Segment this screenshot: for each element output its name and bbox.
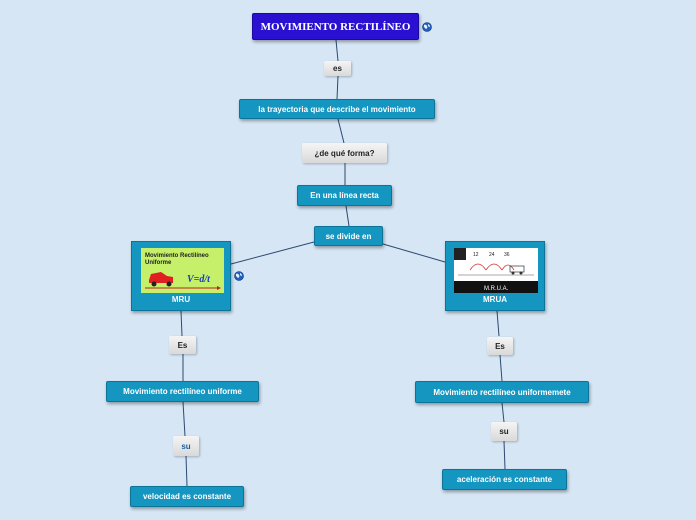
- link-es-mru-label: Es: [177, 340, 188, 350]
- concept-divide-label: se divide en: [325, 231, 372, 241]
- concept-velocidad-label: velocidad es constante: [142, 492, 232, 501]
- mrua-image: 12 24 36 M.R.U.A.: [454, 248, 538, 293]
- concept-mru-label: MRU: [171, 295, 191, 304]
- concept-divide[interactable]: se divide en: [314, 226, 383, 246]
- concept-mrua-def[interactable]: Movimiento rectilíneo uniformemete: [415, 381, 589, 403]
- concept-mrua-label: MRUA: [483, 295, 507, 304]
- link-es-mrua-label: Es: [495, 341, 505, 351]
- mrua-image-label: M.R.U.A.: [484, 286, 509, 292]
- mru-image: Movimiento Rectilíneo Uniforme V=d/t: [141, 248, 224, 293]
- concept-aceleracion[interactable]: aceleración es constante: [442, 469, 567, 490]
- link-es-mru[interactable]: Es: [169, 336, 196, 354]
- concept-mrua[interactable]: 12 24 36 M.R.U.A. MRUA: [445, 241, 545, 311]
- car-icon: [509, 265, 525, 275]
- globe-icon[interactable]: [234, 271, 244, 281]
- concept-trayectoria[interactable]: la trayectoria que describe el movimient…: [239, 99, 435, 119]
- car-icon: [149, 272, 173, 287]
- mru-formula: V=d/t: [187, 274, 211, 285]
- mrua-tick-2: 24: [489, 252, 495, 258]
- globe-icon[interactable]: [422, 22, 432, 32]
- link-su-mrua-label: su: [499, 427, 509, 436]
- link-forma-label: ¿de qué forma?: [314, 148, 375, 158]
- mru-image-title-1: Movimiento Rectilíneo: [145, 253, 209, 259]
- concept-mru-def[interactable]: Movimiento rectilíneo uniforme: [106, 381, 259, 402]
- link-su-mru-label: su: [181, 441, 191, 451]
- link-es-label: es: [333, 64, 342, 73]
- concept-velocidad[interactable]: velocidad es constante: [130, 486, 244, 507]
- title-text: MOVIMIENTO RECTILÍNEO: [260, 20, 411, 33]
- concept-mrua-def-label: Movimiento rectilíneo uniformemete: [433, 387, 571, 397]
- link-es-mrua[interactable]: Es: [487, 337, 513, 355]
- link-su-mrua[interactable]: su: [491, 422, 517, 441]
- concept-linea-recta-label: En una línea recta: [310, 191, 379, 200]
- link-su-mru[interactable]: su: [173, 436, 199, 456]
- title-node[interactable]: MOVIMIENTO RECTILÍNEO: [252, 13, 419, 40]
- mrua-tick-1: 12: [473, 252, 479, 258]
- link-es[interactable]: es: [324, 61, 351, 76]
- concept-mru-def-label: Movimiento rectilíneo uniforme: [123, 387, 242, 396]
- link-forma[interactable]: ¿de qué forma?: [302, 143, 387, 163]
- concept-mru[interactable]: Movimiento Rectilíneo Uniforme V=d/t MRU: [131, 241, 231, 311]
- concept-aceleracion-label: aceleración es constante: [456, 475, 553, 484]
- mrua-tick-3: 36: [504, 252, 510, 258]
- mru-image-title-2: Uniforme: [145, 260, 172, 266]
- concept-trayectoria-label: la trayectoria que describe el movimient…: [258, 104, 416, 114]
- concept-linea-recta[interactable]: En una línea recta: [297, 185, 392, 206]
